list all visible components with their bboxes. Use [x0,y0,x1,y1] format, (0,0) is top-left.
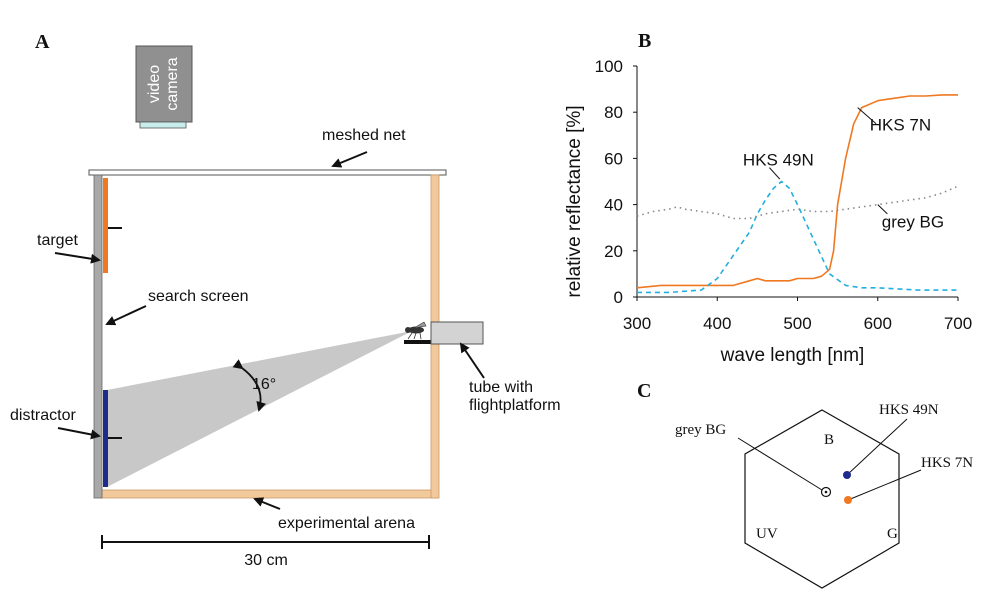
meshed-net [88,169,447,176]
grey-leader [877,204,888,215]
color-hexagon [744,409,900,589]
target-arrow [54,252,101,264]
arena-floor [101,489,439,499]
y-tick-label: 100 [595,57,623,76]
tube [430,321,484,345]
panel-c-letter: C [637,380,651,402]
series-line-hks-7n [636,94,958,289]
meshed-net-label: meshed net [322,127,406,144]
grey-bg-point-center [824,490,828,494]
hks49n-series-label: HKS 49N [743,150,814,169]
video-camera-label-line1: video [146,65,163,103]
y-tick-label: 60 [604,149,623,168]
panel-a: A video camera meshed net target search … [10,31,561,569]
y-tick-label: 20 [604,242,623,261]
hks49n-leader [846,418,908,476]
x-tick-label: 300 [623,314,651,333]
series-line-hks-49n [637,180,958,294]
panel-a-letter: A [35,31,50,53]
hks49n-point [843,471,851,479]
scale-label: 30 cm [244,552,288,569]
hks7n-leader [857,107,877,125]
vertex-g-label: G [887,526,898,542]
camera-lens [139,121,187,129]
vertex-uv-label: UV [756,526,778,542]
hks7n-leader [847,469,922,501]
grey-bg-label: grey BG [675,422,726,438]
x-tick-label: 600 [864,314,892,333]
angle-label: 16° [252,376,276,393]
search-screen-label: search screen [148,288,249,305]
hks49n-label: HKS 49N [879,402,939,418]
flight-platform [404,340,432,344]
hks7n-point [844,496,852,504]
x-tick-label: 500 [783,314,811,333]
y-tick-label: 0 [614,288,623,307]
target-stripe [103,178,108,273]
panel-b: B 300 400 500 600 700 0 20 40 60 80 100 wave length… [564,30,972,366]
x-tick-label: 700 [944,314,972,333]
tube-label-line1: tube with [469,379,533,396]
video-camera-label-line2: camera [164,57,181,110]
hks7n-label: HKS 7N [921,455,973,471]
tube-label-line2: flightplatform [469,397,561,414]
y-axis-label: relative reflectance [%] [564,105,585,297]
x-tick-label: 400 [703,314,731,333]
series-line-grey-bg [636,185,959,220]
video-camera-icon [135,45,193,123]
tube-arrow [459,342,485,379]
arena-label: experimental arena [278,515,415,532]
panel-b-letter: B [638,30,651,52]
distractor-arrow [57,427,101,440]
x-axis-label: wave length [nm] [720,345,865,366]
search-screen-arrow [105,305,147,326]
grey-bg-leader [737,437,823,491]
angle-arc [232,359,267,412]
vertex-b-label: B [824,432,834,448]
target-label: target [37,232,78,249]
search-screen [93,174,103,499]
fly-icon [405,321,427,340]
hks49n-leader [769,167,781,180]
panel-c: C B UV G grey BG HKS 49N HKS 7N [637,380,973,589]
hks7n-series-label: HKS 7N [870,116,931,135]
arena-arrow [253,497,281,510]
distractor-stripe [103,390,108,487]
reflectance-chart: 300 400 500 600 700 0 20 40 60 80 100 wave length [… [564,57,972,366]
grey-series-label: grey BG [882,213,944,232]
meshed-net-arrow [331,151,368,168]
y-tick-label: 40 [604,196,623,215]
y-tick-label: 80 [604,103,623,122]
distractor-label: distractor [10,407,76,424]
